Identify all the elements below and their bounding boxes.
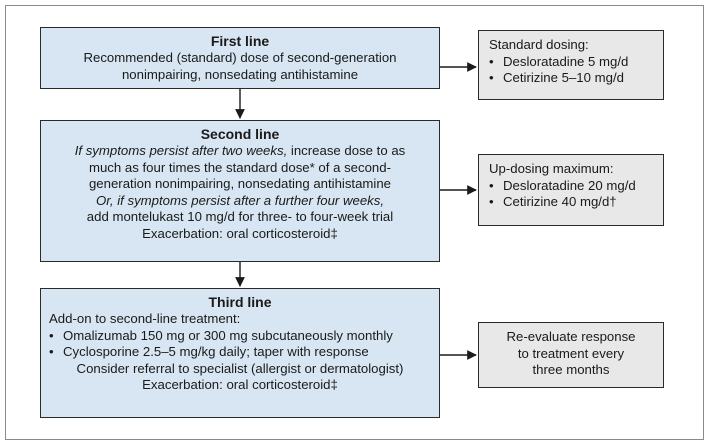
third-line-item: •Cyclosporine 2.5–5 mg/kg daily; taper w… xyxy=(49,344,369,360)
second-line-box: Second line If symptoms persist after tw… xyxy=(40,120,440,262)
reevaluate-box: Re-evaluate response to treatment every … xyxy=(478,322,664,388)
bullet-icon: • xyxy=(49,344,54,360)
updosing-maximum-title: Up-dosing maximum: xyxy=(489,161,614,176)
third-line-intro: Add-on to second-line treatment: xyxy=(49,311,241,326)
bullet-icon: • xyxy=(49,327,54,343)
first-line-title: First line xyxy=(210,33,270,49)
third-line-item: •Omalizumab 150 mg or 300 mg subcutaneou… xyxy=(49,327,393,343)
second-line-italic-1: If symptoms persist after two weeks, xyxy=(74,143,288,158)
bullet-icon: • xyxy=(489,177,494,193)
first-line-text-2: nonimpairing, nonsedating antihistamine xyxy=(121,66,359,82)
third-line-box: Third line Add-on to second-line treatme… xyxy=(40,288,440,418)
standard-dosing-item: •Desloratadine 5 mg/d xyxy=(489,53,629,69)
second-line-title: Second line xyxy=(200,126,280,142)
standard-dosing-item: •Cetirizine 5–10 mg/d xyxy=(489,70,624,86)
second-line-text-1: If symptoms persist after two weeks, inc… xyxy=(47,143,433,160)
bullet-icon: • xyxy=(489,194,494,210)
updosing-item: •Desloratadine 20 mg/d xyxy=(489,177,636,193)
standard-dosing-title: Standard dosing: xyxy=(489,37,589,52)
second-line-exacerbation: Exacerbation: oral corticosteroid‡ xyxy=(142,225,338,241)
standard-dosing-box: Standard dosing: •Desloratadine 5 mg/d •… xyxy=(478,30,664,100)
second-line-text-2: much as four times the standard dose* of… xyxy=(88,159,391,175)
bullet-icon: • xyxy=(489,70,494,86)
second-line-text-5: add montelukast 10 mg/d for three- to fo… xyxy=(86,209,394,225)
reevaluate-text-1: Re-evaluate response xyxy=(506,329,636,344)
updosing-maximum-box: Up-dosing maximum: •Desloratadine 20 mg/… xyxy=(478,154,664,226)
reevaluate-text-3: three months xyxy=(532,362,610,378)
second-line-text-1b: increase dose to as xyxy=(287,143,406,158)
first-line-text-1: Recommended (standard) dose of second-ge… xyxy=(83,50,397,65)
third-line-exacerbation: Exacerbation: oral corticosteroid‡ xyxy=(142,377,338,393)
third-line-referral: Consider referral to specialist (allergi… xyxy=(76,360,404,376)
reevaluate-text-2: to treatment every xyxy=(517,345,625,361)
updosing-item: •Cetirizine 40 mg/d† xyxy=(489,194,617,210)
third-line-title: Third line xyxy=(208,294,272,310)
bullet-icon: • xyxy=(489,53,494,69)
figure-frame xyxy=(5,5,704,440)
second-line-italic-2: Or, if symptoms persist after a further … xyxy=(95,192,385,208)
first-line-box: First line Recommended (standard) dose o… xyxy=(40,27,440,89)
second-line-text-3: generation nonimpairing, nonsedating ant… xyxy=(88,176,392,192)
